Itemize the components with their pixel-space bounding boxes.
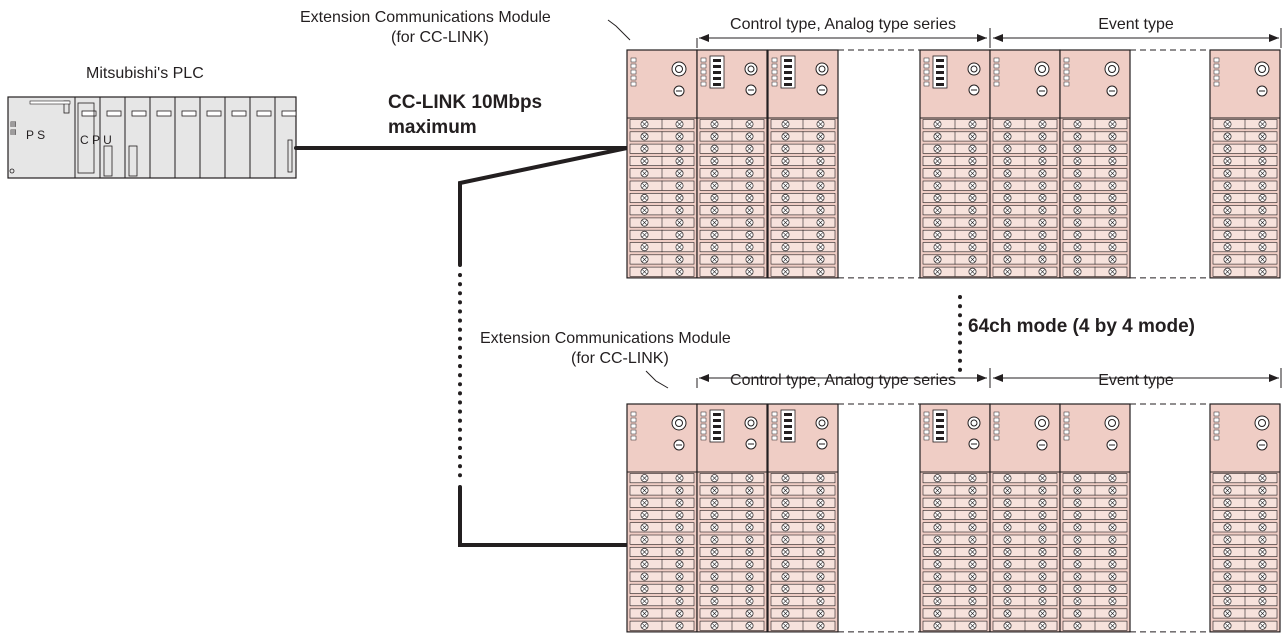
- ext-module-1-sub-label: (for CC-LINK): [391, 29, 489, 46]
- bottom-rack-event-module-2: [1059, 403, 1131, 633]
- bottom-rack: [626, 403, 1281, 633]
- plc-unit: ▤ ▤ P S C P U: [7, 96, 297, 179]
- top-rack-control-module-2: [767, 49, 839, 279]
- mode-label: 64ch mode (4 by 4 mode): [968, 316, 1195, 337]
- top-rack-control-module-1: [696, 49, 768, 279]
- svg-text:▤: ▤: [10, 129, 17, 136]
- svg-text:▤: ▤: [10, 121, 17, 128]
- ext-module-2-label: Extension Communications Module: [480, 330, 731, 347]
- control-bottom-label: Control type, Analog type series: [730, 372, 956, 389]
- plc-label: Mitsubishi's PLC: [86, 65, 204, 82]
- ext-module-2-sub-label: (for CC-LINK): [571, 350, 669, 367]
- module-racks: [626, 49, 1281, 633]
- event-top-label: Event type: [1098, 16, 1174, 33]
- bottom-rack-event-module-1: [989, 403, 1061, 633]
- bottom-rack-event-module-3: [1209, 403, 1281, 633]
- bottom-rack-control-module-1: [696, 403, 768, 633]
- cc-link-speed-label: CC-LINK 10Mbps: [388, 92, 542, 113]
- bottom-rack-control-module-2: [767, 403, 839, 633]
- plc-cpu-label: C P U: [80, 133, 112, 147]
- ext-module-2-leader: [645, 370, 669, 389]
- cc-link-max-label: maximum: [388, 117, 477, 138]
- plc-ps-label: P S: [26, 128, 45, 142]
- top-rack-control-module-3: [919, 49, 991, 279]
- top-rack-event-module-2: [1059, 49, 1131, 279]
- ext-module-1-leader: [607, 19, 631, 41]
- top-rack-event-module-1: [989, 49, 1061, 279]
- ext-module-1-label: Extension Communications Module: [300, 9, 551, 26]
- top-rack-ext-comm-module: [626, 49, 698, 279]
- cc-link-cable: [294, 146, 629, 547]
- control-top-label: Control type, Analog type series: [730, 16, 956, 33]
- top-rack-event-module-3: [1209, 49, 1281, 279]
- bottom-rack-control-module-3: [919, 403, 991, 633]
- top-rack: [626, 49, 1281, 279]
- bottom-rack-ext-comm-module: [626, 403, 698, 633]
- event-bottom-label: Event type: [1098, 372, 1174, 389]
